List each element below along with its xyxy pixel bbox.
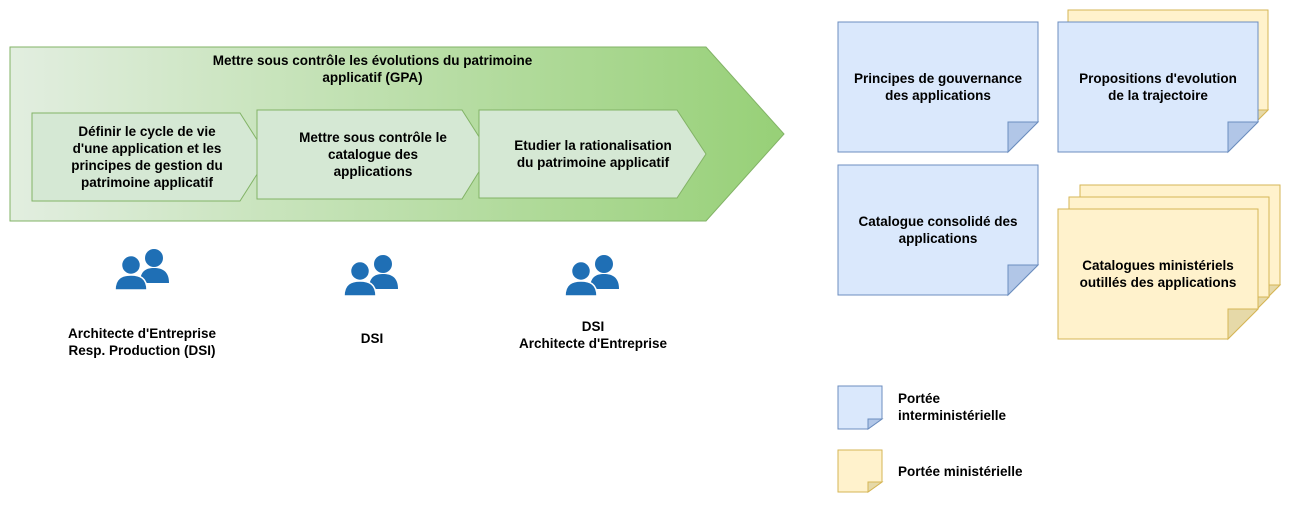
deliverable-label-catalogue-consolide: Catalogue consolidé des applications bbox=[858, 214, 1018, 246]
legend-label-ministerial: Portée ministérielle bbox=[898, 463, 1023, 479]
deliverable-label-propositions: Propositions d'evolution de la trajectoi… bbox=[1079, 71, 1237, 103]
gpa-process-title: Mettre sous contrôle les évolutions du p… bbox=[212, 53, 533, 85]
actor-label-1: Architecte d'Entreprise Resp. Production… bbox=[67, 326, 216, 358]
step-label-1: Définir le cycle de vie d'une applicatio… bbox=[71, 124, 223, 190]
users-icon bbox=[564, 255, 619, 297]
step-label-2: Mettre sous contrôle le catalogue des ap… bbox=[299, 129, 447, 179]
legend-label-interministerial: Portée interministérielle bbox=[898, 391, 1007, 423]
note-principes-gouvernance bbox=[837, 21, 1040, 154]
actor-label-3: DSI Architecte d'Entreprise bbox=[518, 319, 667, 351]
actor-label-2: DSI bbox=[360, 330, 384, 346]
deliverable-label-principes: Principes de gouvernance des application… bbox=[853, 71, 1023, 103]
users-icon bbox=[343, 255, 398, 297]
note-catalogues-ministeriels bbox=[1057, 184, 1282, 341]
step-chevron-3 bbox=[478, 109, 707, 199]
step-label-3: Etudier la rationalisation du patrimoine… bbox=[514, 138, 672, 170]
legend-swatch-interministerial bbox=[837, 385, 884, 430]
step-chevron-1 bbox=[31, 112, 269, 202]
legend-swatch-ministerial bbox=[837, 449, 884, 493]
users-icon bbox=[114, 249, 169, 291]
step-chevron-2 bbox=[256, 109, 491, 200]
note-catalogue-consolide bbox=[837, 164, 1040, 297]
deliverable-label-catalogues-ministeriels: Catalogues ministériels outillés des app… bbox=[1079, 258, 1237, 290]
note-propositions-evolution bbox=[1057, 9, 1270, 154]
